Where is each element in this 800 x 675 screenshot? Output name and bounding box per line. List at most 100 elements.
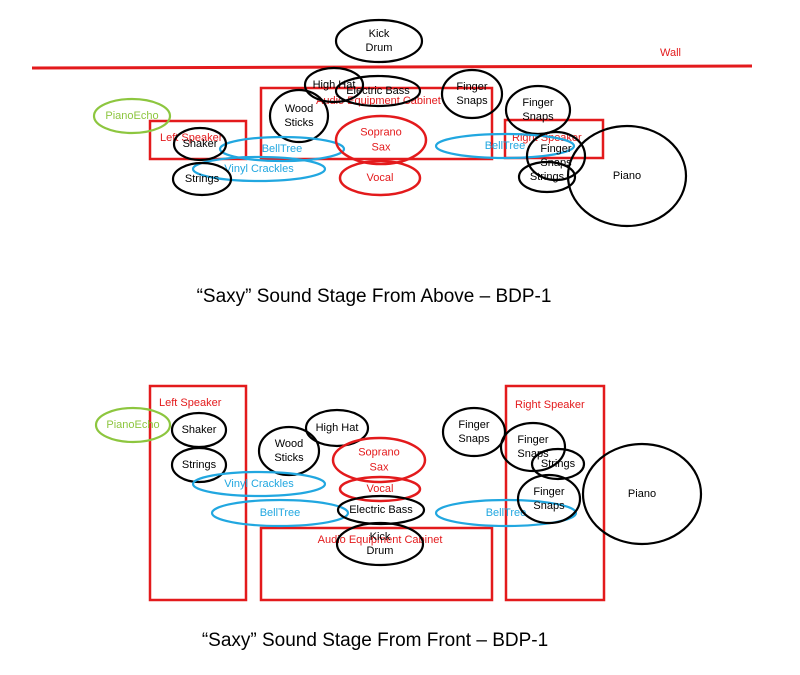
finger-snaps-front-b-shape: [499, 421, 567, 473]
finger-snaps-top-b-label: Finger: [522, 97, 554, 109]
finger-snaps-top-a-shape: [440, 68, 504, 120]
strings-left-top: Strings: [171, 161, 233, 197]
wall-line: [31, 64, 753, 70]
piano-echo-top-shape: [92, 97, 172, 135]
wood-sticks-front-label: Wood: [275, 438, 304, 450]
strings-left-top-shape: [171, 161, 233, 197]
strings-right-front-shape: [530, 447, 586, 481]
electric-bass-top-label: Electric Bass: [346, 85, 410, 97]
bell-tree-right-top-shape: [434, 132, 576, 160]
electric-bass-top-shape: [334, 74, 422, 108]
finger-snaps-front-b-label: Snaps: [517, 448, 549, 460]
high-hat-top-shape: [303, 66, 365, 104]
vinyl-crackles-front-shape: [191, 470, 327, 498]
bell-tree-left-top: BellTree: [218, 135, 346, 163]
audio-cabinet-top-box: [259, 86, 494, 161]
finger-snaps-top-c-label: Finger: [540, 143, 572, 155]
electric-bass-top: Electric Bass: [334, 74, 422, 108]
vocal-front-label: Vocal: [367, 483, 394, 495]
finger-snaps-top-b-label: Snaps: [522, 111, 554, 123]
strings-left-top-label: Strings: [185, 173, 220, 185]
wall-label: Wall: [660, 47, 681, 59]
high-hat-front: High Hat: [304, 408, 370, 448]
wood-sticks-top-shape: [268, 88, 330, 144]
bell-tree-right-top-label: BellTree: [485, 140, 526, 152]
left-speaker-front-box: [148, 384, 248, 602]
caption-front-label: “Saxy” Sound Stage From Front – BDP-1: [202, 630, 548, 651]
strings-left-front-label: Strings: [182, 459, 217, 471]
bell-tree-right-top: BellTree: [434, 132, 576, 160]
finger-snaps-top-b-shape: [504, 84, 572, 136]
piano-front: Piano: [581, 442, 703, 546]
strings-right-front-label: Strings: [541, 458, 576, 470]
right-speaker-front-label: Right Speaker: [515, 399, 585, 411]
audio-cabinet-front-label: Audio Equipment Cabinet: [318, 534, 443, 546]
audio-cabinet-top-label: Audio Equipment Cabinet: [316, 95, 441, 107]
bell-tree-right-front-label: BellTree: [486, 507, 527, 519]
piano-top-label: Piano: [613, 170, 641, 182]
bell-tree-right-front: BellTree: [434, 498, 578, 528]
kick-drum-front-label: Kick: [370, 531, 391, 543]
kick-drum-top-label: Drum: [366, 42, 393, 54]
vinyl-crackles-front: Vinyl Crackles: [191, 470, 327, 498]
shaker-top: Shaker: [172, 126, 228, 162]
finger-snaps-front-a-label: Finger: [458, 419, 490, 431]
high-hat-front-label: High Hat: [316, 422, 359, 434]
vinyl-crackles-top: Vinyl Crackles: [191, 155, 327, 183]
soprano-sax-front-label: Sax: [370, 461, 389, 473]
finger-snaps-front-c-label: Finger: [533, 486, 565, 498]
kick-drum-front-shape: [335, 521, 425, 567]
piano-echo-top-label: PianoEcho: [105, 110, 158, 122]
finger-snaps-front-c-label: Snaps: [533, 500, 565, 512]
right-speaker-front-box: [504, 384, 606, 602]
vocal-top: Vocal: [338, 159, 422, 197]
kick-drum-top-label: Kick: [369, 28, 390, 40]
left-speaker-front-label: Left Speaker: [159, 397, 222, 409]
vocal-top-label: Vocal: [367, 172, 394, 184]
shaker-top-shape: [172, 126, 228, 162]
strings-right-top-label: Strings: [530, 171, 565, 183]
piano-front-shape: [581, 442, 703, 546]
shaker-top-label: Shaker: [183, 138, 218, 150]
strings-right-front: Strings: [530, 447, 586, 481]
bell-tree-left-front-label: BellTree: [260, 507, 301, 519]
wood-sticks-front-label: Sticks: [274, 452, 304, 464]
piano-front-label: Piano: [628, 488, 656, 500]
strings-left-front: Strings: [170, 446, 228, 484]
bell-tree-left-front-shape: [210, 498, 350, 528]
finger-snaps-front-b-label: Finger: [517, 434, 549, 446]
piano-echo-front-label: PianoEcho: [106, 419, 159, 431]
finger-snaps-front-c-shape: [516, 473, 582, 525]
vocal-top-shape: [338, 159, 422, 197]
strings-right-top: Strings: [517, 160, 577, 194]
high-hat-front-shape: [304, 408, 370, 448]
piano-top-shape: [566, 124, 688, 228]
finger-snaps-front-a-label: Snaps: [458, 433, 490, 445]
finger-snaps-front-a-shape: [441, 406, 507, 458]
vinyl-crackles-front-label: Vinyl Crackles: [224, 478, 294, 490]
audio-cabinet-top: Audio Equipment Cabinet: [259, 86, 494, 161]
left-speaker-top-label: Left Speaker: [160, 132, 223, 144]
bell-tree-left-top-shape: [218, 135, 346, 163]
finger-snaps-top-a-label: Snaps: [456, 95, 488, 107]
vocal-front: Vocal: [338, 475, 422, 503]
finger-snaps-top-c-shape: [525, 130, 587, 182]
audio-cabinet-front-box: [259, 526, 494, 602]
wood-sticks-top-label: Sticks: [284, 117, 314, 129]
vocal-front-shape: [338, 475, 422, 503]
kick-drum-front-label: Drum: [367, 545, 394, 557]
piano-echo-top: PianoEcho: [92, 97, 172, 135]
wood-sticks-top-label: Wood: [285, 103, 314, 115]
caption-top-label: “Saxy” Sound Stage From Above – BDP-1: [197, 286, 552, 307]
wood-sticks-front-shape: [257, 425, 321, 477]
